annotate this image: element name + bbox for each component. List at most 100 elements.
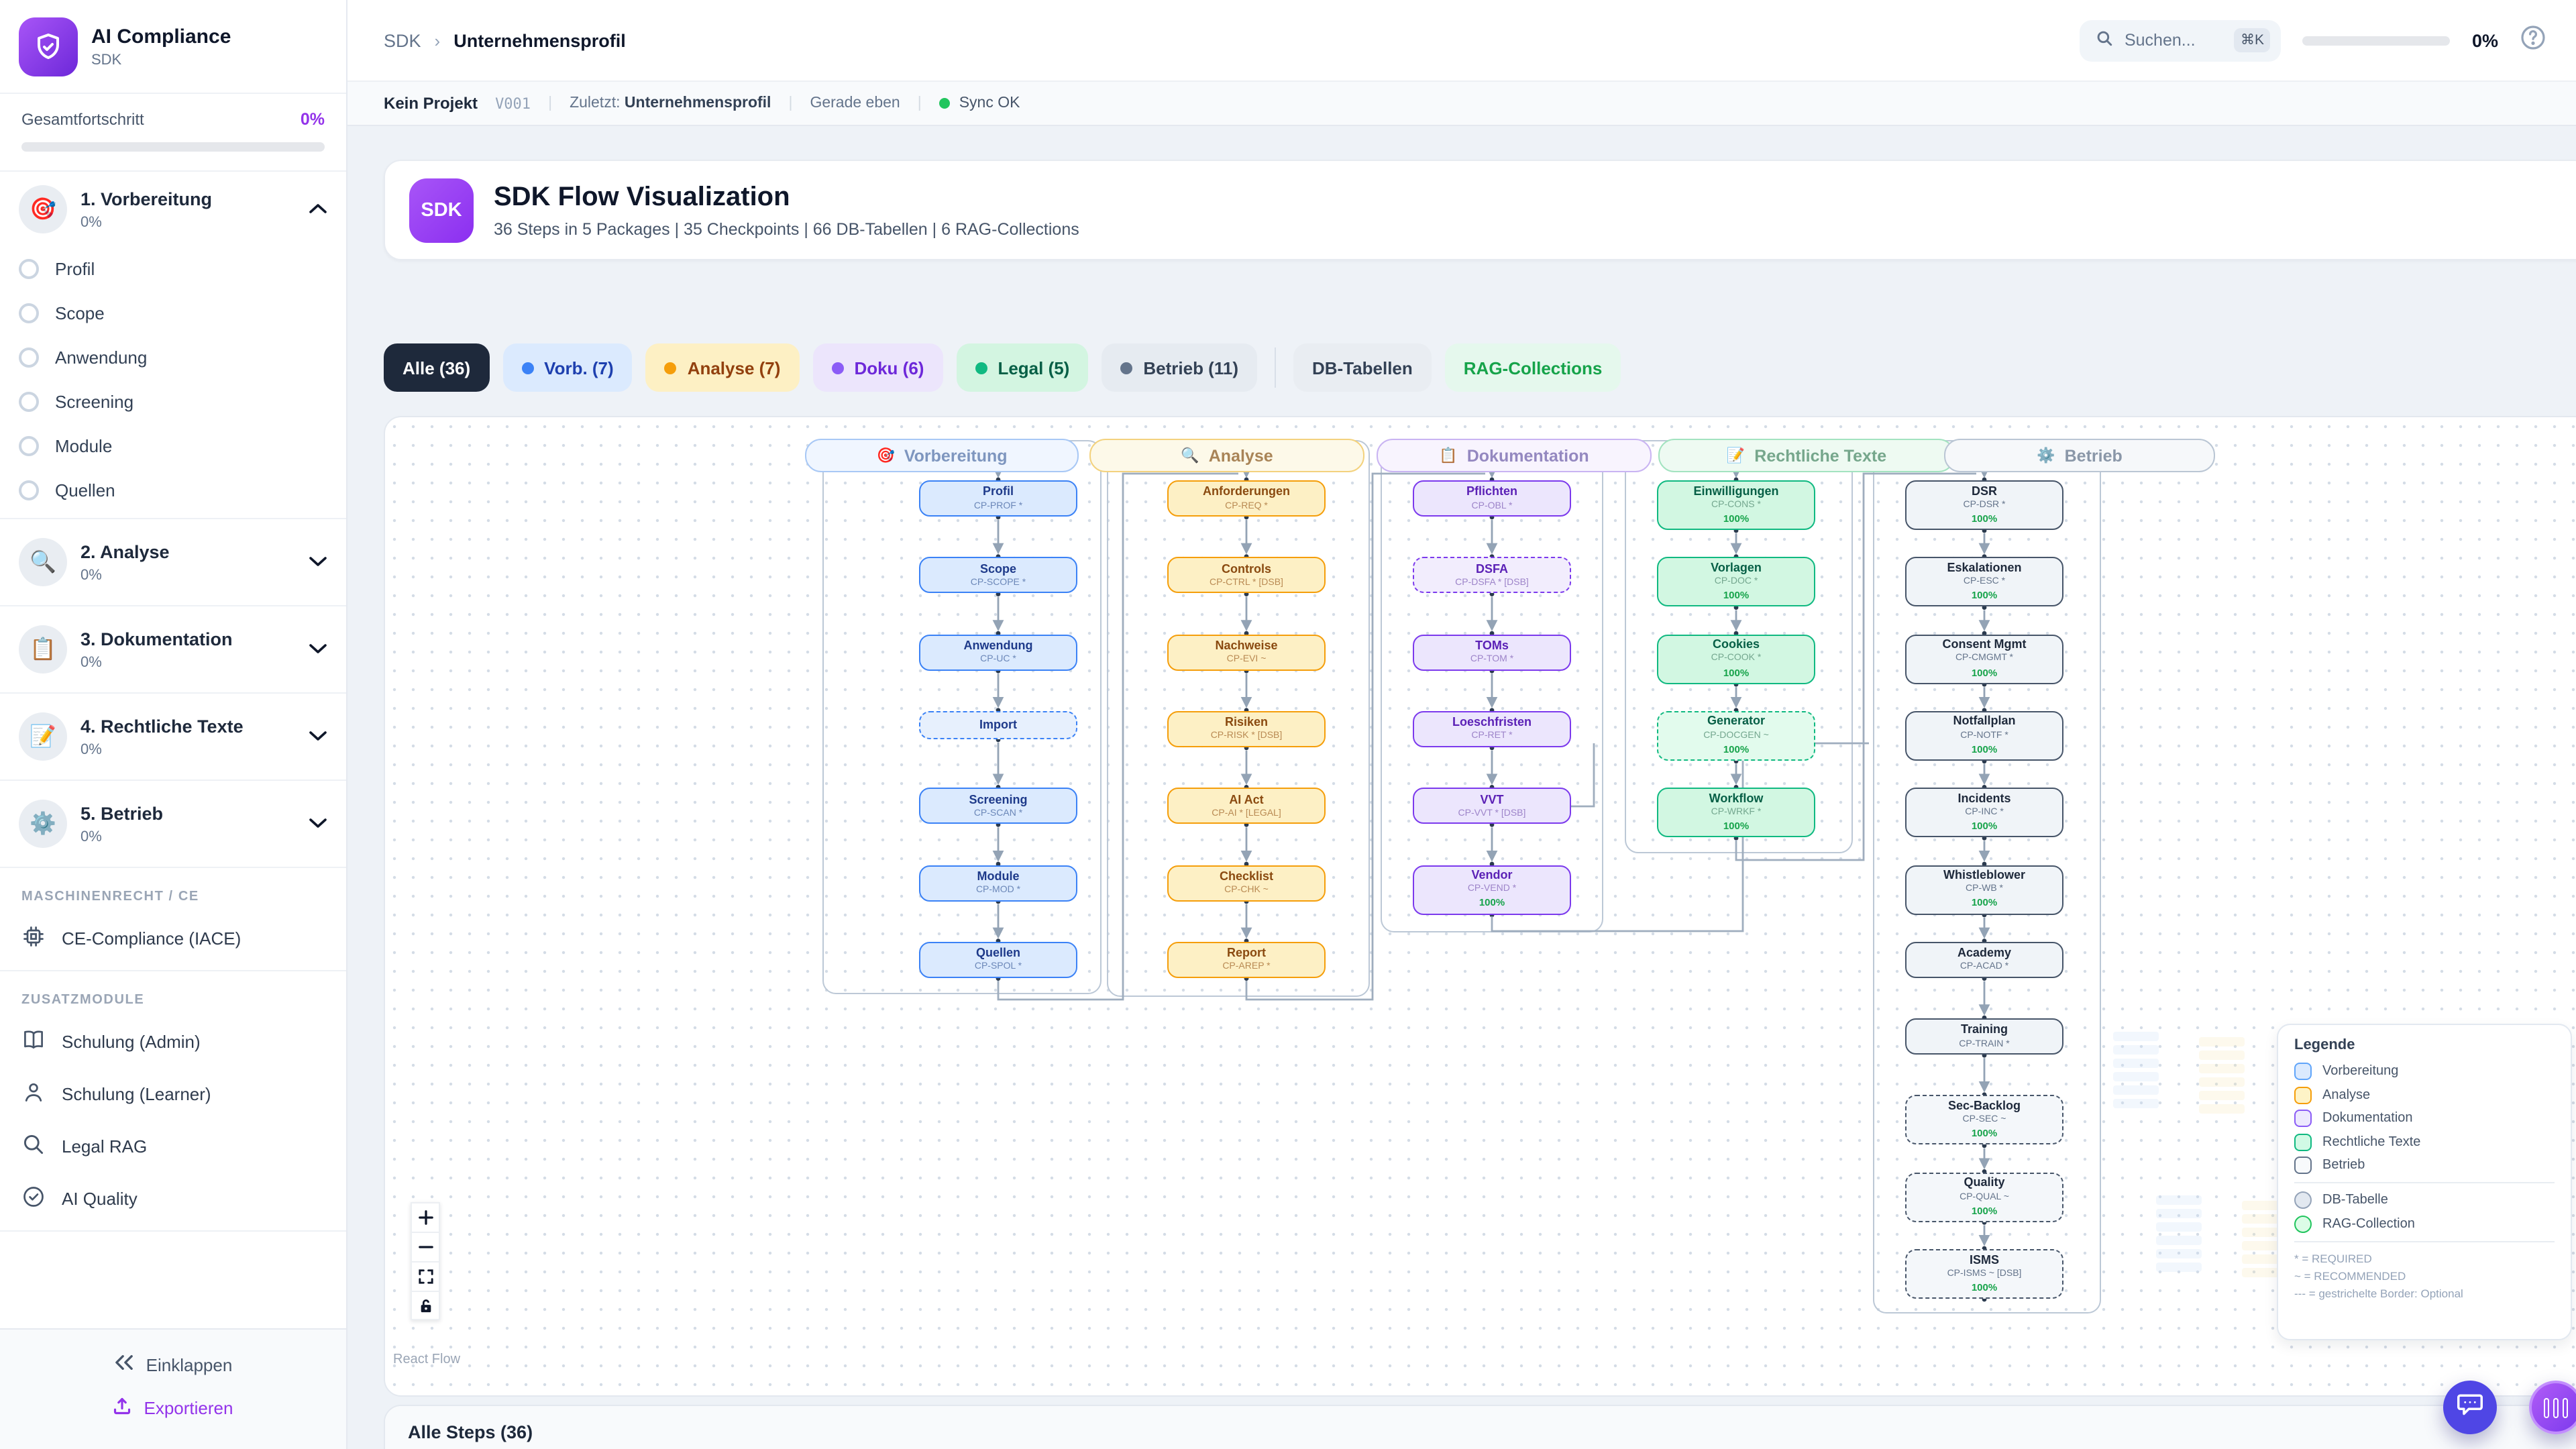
double-chevron-left-icon [114,1354,134,1375]
chevron-down-icon [309,550,327,574]
package-header-dokumentation[interactable]: 📋Dokumentation [1377,439,1652,472]
sidebar-header: AI Compliance SDK [0,0,346,94]
legend-title: Legende [2294,1037,2355,1053]
cpu-icon [21,924,46,953]
search-shortcut-badge: ⌘K [2233,28,2271,52]
help-icon[interactable] [2520,23,2546,57]
project-status: Kein Projekt [384,94,478,113]
sidebar-item-scope[interactable]: Scope [0,291,346,335]
react-flow-attribution[interactable]: React Flow [393,1352,461,1367]
legend-item-rag-collection: RAG-Collection [2294,1215,2555,1232]
sidebar-item-anwendung[interactable]: Anwendung [0,335,346,380]
filter-chip-alle--36-[interactable]: Alle (36) [384,343,490,392]
overall-progress: Gesamtfortschritt 0% [0,94,346,172]
page-title: SDK Flow Visualization [494,182,790,211]
search-icon [21,1132,46,1161]
filter-chip-vorb---7-[interactable]: Vorb. (7) [502,343,633,392]
chat-button[interactable] [2443,1381,2497,1434]
sidebar-link-ce-compliance--iace-[interactable]: CE-Compliance (IACE) [0,912,346,965]
breadcrumb-sdk[interactable]: SDK [384,30,421,50]
export-button[interactable]: Exportieren [0,1386,346,1430]
sidebar-item-screening[interactable]: Screening [0,380,346,424]
chip-dot-icon [831,362,844,374]
sdk-badge: SDK [409,178,474,242]
sidebar-link-ai-quality[interactable]: AI Quality [0,1173,346,1225]
section-progress: 0% [80,742,102,758]
zoom-out-button[interactable] [411,1232,440,1261]
collapse-sidebar-button[interactable]: Einklappen [0,1343,346,1386]
package-header-betrieb[interactable]: ⚙️Betrieb [1944,439,2215,472]
sidebar-link-schulung--learner-[interactable]: Schulung (Learner) [0,1068,346,1120]
filter-chip-legal--5-[interactable]: Legal (5) [956,343,1089,392]
version-badge: V001 [495,95,531,112]
panel-toggle-button[interactable] [2529,1381,2576,1434]
chat-bubble-icon [2457,1391,2483,1424]
sidebar-item-quellen[interactable]: Quellen [0,468,346,513]
lock-button[interactable] [411,1291,440,1320]
package-header-analyse[interactable]: 🔍Analyse [1089,439,1364,472]
sidebar-item-module[interactable]: Module [0,424,346,468]
flow-node-import[interactable]: Import [919,710,1077,739]
legend-note: * = REQUIRED [2294,1251,2372,1265]
section-progress: 0% [80,215,102,231]
section-progress: 0% [80,655,102,671]
filter-chip-analyse--7-[interactable]: Analyse (7) [645,343,800,392]
overall-progress-label: Gesamtfortschritt [21,110,144,129]
filter-chip-db-tabellen[interactable]: DB-Tabellen [1293,343,1432,392]
sidebar-link-schulung--admin-[interactable]: Schulung (Admin) [0,1016,346,1068]
filter-chip-rag-collections[interactable]: RAG-Collections [1444,343,1621,392]
package-header-rechtliche-texte[interactable]: 📝Rechtliche Texte [1658,439,1955,472]
filter-chip-doku--6-[interactable]: Doku (6) [812,343,943,392]
sidebar-link-legal-rag[interactable]: Legal RAG [0,1120,346,1173]
zoom-in-button[interactable] [411,1202,440,1232]
package-header-vorbereitung[interactable]: 🎯Vorbereitung [805,439,1079,472]
search-input[interactable]: Suchen... ⌘K [2080,19,2282,61]
filter-chip-betrieb--11-[interactable]: Betrieb (11) [1102,343,1257,392]
legend-swatch-icon [2294,1063,2312,1080]
fit-view-button[interactable] [411,1261,440,1291]
sidebar-item-profil[interactable]: Profil [0,247,346,291]
